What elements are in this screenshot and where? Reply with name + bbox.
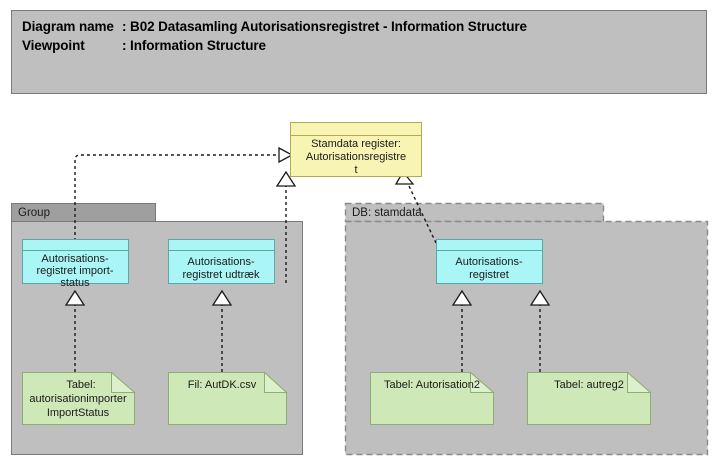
fil-autdk-csv-body bbox=[168, 372, 287, 425]
diagram-name-label: Diagram name bbox=[22, 19, 114, 34]
autorisationsregistret-import-status-label-line-1: Autorisations- bbox=[41, 253, 109, 265]
stamdata-register-label-line-2: Autorisationsregistre bbox=[306, 151, 406, 163]
tabel-autreg2-fold bbox=[627, 371, 652, 393]
autorisationsregistret-udtraek-label-line-1: Autorisations- bbox=[187, 256, 255, 268]
node-stamdata-register[interactable]: Stamdata register: Autorisationsregistre… bbox=[290, 122, 422, 177]
tabel-autreg2-body bbox=[527, 372, 651, 425]
node-fil-autdk-csv[interactable]: Fil: AutDK.csv bbox=[168, 371, 288, 425]
tabel-autorisationimporter-importstatus-label-line-2: autorisationimporter bbox=[29, 393, 127, 405]
autorisationsregistret-udtraek-label-line-2: registret udtræk bbox=[182, 269, 260, 281]
conn-tabel-autreg2-to-autorisationsregistret bbox=[529, 289, 551, 372]
tabel-autorisationimporter-importstatus-body bbox=[22, 372, 135, 425]
viewpoint-label: Viewpoint bbox=[22, 38, 85, 53]
conn-import-status-to-stamdata-register bbox=[74, 146, 294, 283]
stamdata-register-body bbox=[290, 122, 422, 177]
node-autorisationsregistret[interactable]: Autorisations- registret bbox=[436, 239, 543, 284]
node-tabel-autorisation2[interactable]: Tabel: Autorisation2 bbox=[370, 371, 495, 425]
autorisationsregistret-label-line-1: Autorisations- bbox=[455, 256, 523, 268]
fil-autdk-csv-label-line-1: Fil: AutDK.csv bbox=[188, 379, 257, 391]
tabel-autorisation2-body bbox=[370, 372, 494, 425]
node-tabel-autorisationimporter-importstatus[interactable]: Tabel: autorisationimporter ImportStatus bbox=[22, 371, 136, 425]
group-db-stamdata-label: DB: stamdata bbox=[352, 207, 422, 219]
conn-tabel-autorisation2-to-autorisationsregistret bbox=[451, 289, 473, 372]
node-autorisationsregistret-import-status[interactable]: Autorisations- registret import- status bbox=[22, 239, 129, 289]
node-autorisationsregistret-udtraek[interactable]: Autorisations- registret udtræk bbox=[168, 239, 275, 284]
diagram-title-block: Diagram name: B02 Datasamling Autorisati… bbox=[11, 10, 707, 94]
autorisationsregistret-import-status-label-line-3: status bbox=[60, 277, 90, 289]
stamdata-register-label-line-1: Stamdata register: bbox=[311, 138, 401, 150]
tabel-autorisation2-label-line-1: Tabel: Autorisation2 bbox=[384, 379, 480, 391]
conn-autorisationsregistret-to-stamdata-register bbox=[394, 170, 437, 244]
stamdata-register-label-line-3: t bbox=[354, 164, 357, 176]
diagram-name-separator: : bbox=[122, 19, 131, 34]
autorisationsregistret-import-status-body bbox=[22, 239, 129, 284]
autorisationsregistret-udtraek-body bbox=[168, 239, 275, 284]
tabel-autorisationimporter-importstatus-label-line-3: ImportStatus bbox=[47, 407, 110, 419]
conn-fil-autdk-to-udtraek bbox=[211, 289, 233, 372]
viewpoint-separator: : bbox=[122, 38, 131, 53]
fil-autdk-csv-fold bbox=[264, 371, 288, 393]
viewpoint-value: Information Structure bbox=[130, 38, 266, 53]
diagram-name-value: B02 Datasamling Autorisationsregistret -… bbox=[130, 19, 527, 34]
autorisationsregistret-label-line-2: registret bbox=[469, 269, 509, 281]
tabel-autreg2-label-line-1: Tabel: autreg2 bbox=[554, 379, 624, 391]
tabel-autorisationimporter-importstatus-fold bbox=[111, 371, 136, 393]
tabel-autorisation2-fold bbox=[470, 371, 495, 393]
autorisationsregistret-body bbox=[436, 239, 543, 284]
node-tabel-autreg2[interactable]: Tabel: autreg2 bbox=[527, 371, 652, 425]
conn-udtraek-to-stamdata-register bbox=[275, 170, 297, 283]
conn-tabel-importstatus-to-import-status bbox=[64, 289, 86, 372]
viewpoint-line: Viewpoint: Information Structure bbox=[22, 38, 266, 53]
autorisationsregistret-import-status-label-line-2: registret import- bbox=[36, 265, 113, 277]
tabel-autorisationimporter-importstatus-label-line-1: Tabel: bbox=[66, 379, 95, 391]
group-left-label: Group bbox=[18, 207, 50, 219]
diagram-name-line: Diagram name: B02 Datasamling Autorisati… bbox=[22, 19, 527, 34]
